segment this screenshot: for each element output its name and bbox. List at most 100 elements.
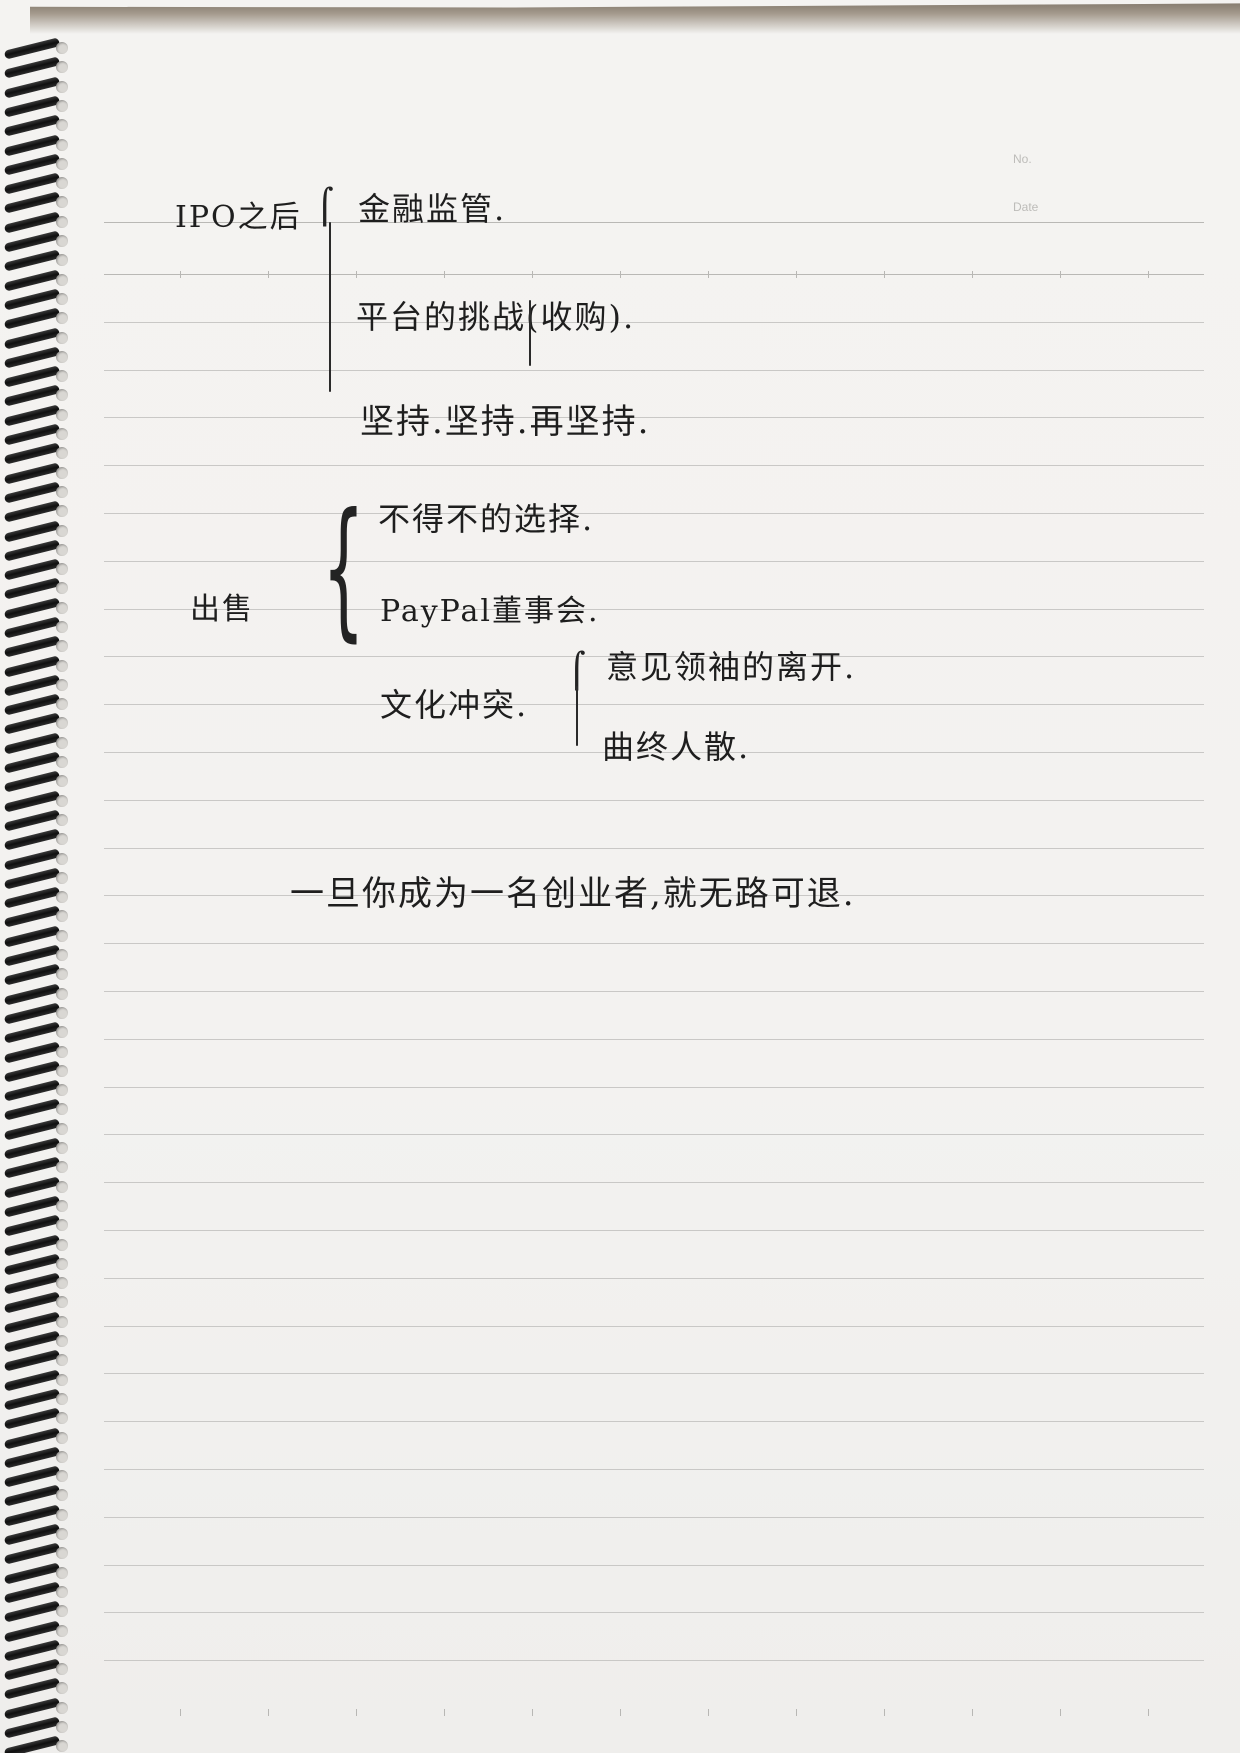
- spiral-coil: [3, 211, 70, 234]
- ruler-tick: [884, 1709, 885, 1716]
- conclusion-line: 一旦你成为一名创业者,就无路可退.: [290, 874, 856, 914]
- spiral-coil: [3, 249, 70, 272]
- ruled-line: [104, 800, 1204, 801]
- spiral-coil: [3, 1291, 70, 1314]
- spiral-coil: [3, 1600, 70, 1623]
- spiral-coil: [3, 732, 70, 755]
- ruler-tick: [1060, 1709, 1061, 1716]
- ruled-line: [104, 417, 1204, 418]
- spiral-coil: [3, 1581, 70, 1604]
- ruled-line: [104, 1565, 1204, 1566]
- exit-sub-item-1: 意见领袖的离开.: [606, 648, 857, 686]
- spiral-coil: [3, 404, 70, 427]
- spiral-coil: [3, 1735, 70, 1753]
- ruler-tick: [1148, 271, 1149, 278]
- ruler-tick: [268, 1709, 269, 1716]
- spiral-coil: [3, 1253, 70, 1276]
- ruled-line: [104, 609, 1204, 610]
- ipo-item-3: 坚持.坚持.再坚持.: [360, 402, 651, 442]
- spiral-coil: [3, 95, 70, 118]
- ruler-tick: [356, 1709, 357, 1716]
- exit-brace: {: [322, 482, 365, 656]
- spiral-coil: [3, 693, 70, 716]
- spiral-coil: [3, 925, 70, 948]
- ruler-tick: [620, 1709, 621, 1716]
- spiral-coil: [3, 1311, 70, 1334]
- ruler-tick: [180, 1709, 181, 1716]
- ruled-line: [104, 991, 1204, 992]
- ruled-line: [104, 1039, 1204, 1040]
- spiral-coil: [3, 1658, 70, 1681]
- no-label: No.: [1013, 152, 1032, 166]
- ruled-line: [104, 752, 1204, 753]
- ipo-stroke-mark: [529, 300, 531, 366]
- ruled-line: [104, 1326, 1204, 1327]
- ruled-line: [104, 1517, 1204, 1518]
- spiral-coil: [3, 1427, 70, 1450]
- spiral-coil: [3, 751, 70, 774]
- ruler-tick: [884, 271, 885, 278]
- spiral-coil: [3, 809, 70, 832]
- spiral-coil: [3, 905, 70, 928]
- spiral-coil: [3, 828, 70, 851]
- spiral-coil: [3, 1176, 70, 1199]
- spiral-coil: [3, 1369, 70, 1392]
- ruler-tick: [1060, 271, 1061, 278]
- spiral-coil: [3, 655, 70, 678]
- ruled-line: [104, 1278, 1204, 1279]
- spiral-coil: [3, 886, 70, 909]
- spiral-coil: [3, 500, 70, 523]
- exit-sub-brace-line: [576, 686, 578, 746]
- ruled-line: [104, 561, 1204, 562]
- spiral-coil: [3, 867, 70, 890]
- spiral-coil: [3, 597, 70, 620]
- ipo-brace-line: [329, 222, 331, 392]
- spiral-coil: [3, 327, 70, 350]
- ruled-line: [104, 1373, 1204, 1374]
- spiral-coil: [3, 1041, 70, 1064]
- spiral-coil: [3, 1079, 70, 1102]
- ruler-tick: [180, 271, 181, 278]
- spiral-coil: [3, 983, 70, 1006]
- spiral-coil: [3, 963, 70, 986]
- ipo-heading: IPO之后: [175, 200, 302, 235]
- spiral-coil: [3, 384, 70, 407]
- spiral-coil: [3, 1465, 70, 1488]
- ruled-line: [104, 465, 1204, 466]
- spiral-coil: [3, 307, 70, 330]
- ruler-tick: [620, 271, 621, 278]
- ruled-line: [104, 322, 1204, 323]
- spiral-coil: [3, 365, 70, 388]
- ruler-tick: [1148, 1709, 1149, 1716]
- spiral-coil: [3, 539, 70, 562]
- spiral-coil: [3, 770, 70, 793]
- spiral-coil: [3, 37, 70, 60]
- spiral-coil: [3, 1272, 70, 1295]
- spiral-coil: [3, 1214, 70, 1237]
- ruler-tick: [972, 271, 973, 278]
- ruled-line: [104, 704, 1204, 705]
- spiral-coil: [3, 1156, 70, 1179]
- spiral-coil: [3, 1060, 70, 1083]
- ruler-tick: [268, 271, 269, 278]
- ruler-tick: [444, 1709, 445, 1716]
- spiral-coil: [3, 1349, 70, 1372]
- spiral-coil: [3, 134, 70, 157]
- spiral-coil: [3, 790, 70, 813]
- header-line: [104, 222, 1204, 223]
- date-label: Date: [1013, 200, 1039, 214]
- page-top-edge: [30, 3, 1240, 34]
- spiral-coil: [3, 1330, 70, 1353]
- ruler-tick: [708, 1709, 709, 1716]
- ruler-tick: [708, 271, 709, 278]
- spiral-coil: [3, 1234, 70, 1257]
- spiral-coil: [3, 1407, 70, 1430]
- exit-item-2: PayPal董事会.: [380, 594, 600, 629]
- ruled-line: [104, 895, 1204, 896]
- spiral-coil: [3, 1542, 70, 1565]
- ipo-brace-top: ⌠: [316, 187, 334, 227]
- ruled-line: [104, 656, 1204, 657]
- ipo-item-1: 金融监管.: [358, 190, 507, 228]
- spiral-coil: [3, 462, 70, 485]
